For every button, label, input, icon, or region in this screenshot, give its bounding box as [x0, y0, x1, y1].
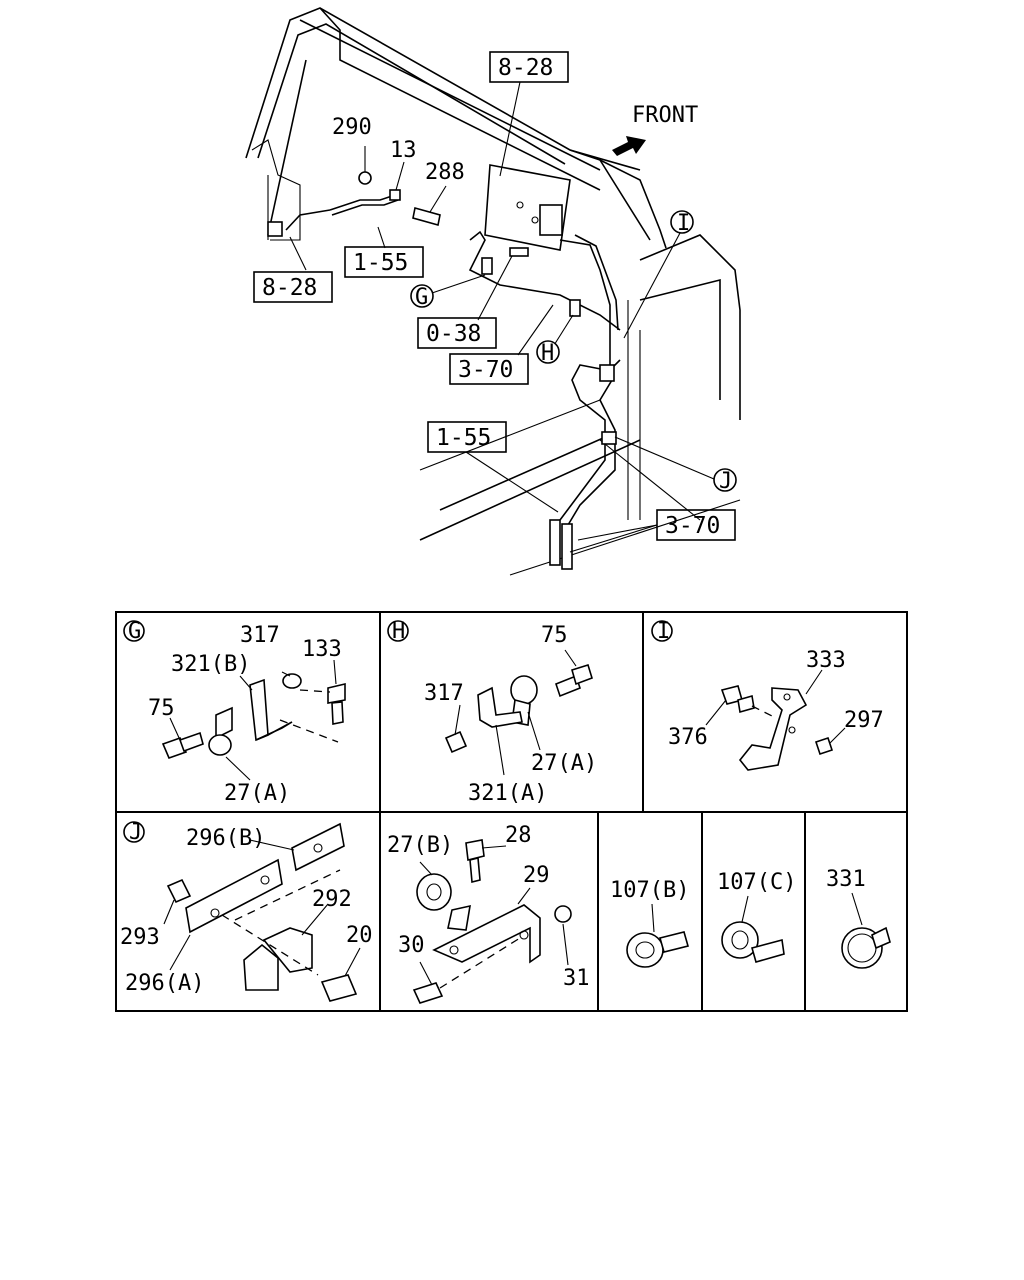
panel-K-label-31: 31 — [563, 966, 590, 991]
panel-K-label-30: 30 — [398, 933, 425, 958]
panel-J-label-293: 293 — [120, 925, 160, 950]
callout-290: 290 — [332, 115, 372, 140]
panel-K-label-27B: 27(B) — [387, 833, 453, 858]
panel-brackets-29: 27(B) 28 29 30 31 — [387, 823, 590, 1004]
panel-H-label-75: 75 — [541, 623, 568, 648]
panel-H-marker: H — [392, 619, 405, 644]
panel-J-label-296B: 296(B) — [186, 826, 265, 851]
callout-288: 288 — [425, 160, 465, 185]
panel-K-label-28: 28 — [505, 823, 532, 848]
detail-marker-J: J — [719, 469, 732, 494]
panel-tie-331: 331 — [826, 867, 891, 969]
ref-box-8-28-left: 8-28 — [262, 275, 317, 301]
panel-J-label-296A: 296(A) — [125, 971, 204, 996]
ref-box-8-28-top: 8-28 — [498, 55, 553, 81]
front-label: FRONT — [632, 103, 698, 128]
panel-I-marker: I — [657, 619, 670, 644]
detail-marker-H: H — [541, 341, 554, 366]
detail-marker-I: I — [677, 211, 690, 236]
panel-H-label-317: 317 — [424, 681, 464, 706]
panel-L-label-107B: 107(B) — [610, 878, 689, 903]
panel-J-label-20: 20 — [346, 923, 373, 948]
panel-G-marker: G — [128, 619, 141, 644]
panel-I-label-333: 333 — [806, 648, 846, 673]
panel-J-label-292: 292 — [312, 887, 352, 912]
panel-J-marker: J — [129, 820, 142, 845]
panel-M-label-107C: 107(C) — [717, 870, 796, 895]
panel-clip-107B: 107(B) — [610, 878, 689, 968]
panel-I-label-297: 297 — [844, 708, 884, 733]
ref-box-0-38: 0-38 — [426, 321, 481, 347]
detail-marker-G: G — [415, 285, 428, 310]
panel-K-label-29: 29 — [523, 863, 550, 888]
panel-H-label-27A: 27(A) — [531, 751, 597, 776]
panel-G-label-27A: 27(A) — [224, 781, 290, 806]
callout-13: 13 — [390, 138, 417, 163]
detail-panels-grid — [115, 611, 908, 1012]
panel-H-label-321A: 321(A) — [468, 781, 547, 806]
panel-H: H 75 317 27(A) 321(A) — [387, 619, 597, 806]
main-assembly: FRONT 290 13 288 8-28 8-28 1-55 0-38 3-7… — [245, 7, 741, 576]
ref-box-3-70-bottom: 3-70 — [665, 513, 720, 539]
panel-N-label-331: 331 — [826, 867, 866, 892]
ref-box-1-55-bottom: 1-55 — [436, 425, 491, 451]
panel-I-label-376: 376 — [668, 725, 708, 750]
panel-G-label-321B: 321(B) — [171, 652, 250, 677]
panel-G: G 317 133 321(B) 75 27(A) — [123, 619, 346, 806]
panel-J: J 296(B) 292 293 20 296(A) — [120, 820, 373, 1002]
ref-box-3-70-top: 3-70 — [458, 357, 513, 383]
panel-clip-107C: 107(C) — [717, 870, 796, 963]
panel-G-label-133: 133 — [302, 637, 342, 662]
front-arrow-icon — [612, 136, 646, 156]
panel-G-label-75: 75 — [148, 696, 175, 721]
panel-I: I 333 297 376 — [651, 619, 884, 771]
ref-box-1-55-top: 1-55 — [353, 250, 408, 276]
panel-G-label-317: 317 — [240, 623, 280, 648]
